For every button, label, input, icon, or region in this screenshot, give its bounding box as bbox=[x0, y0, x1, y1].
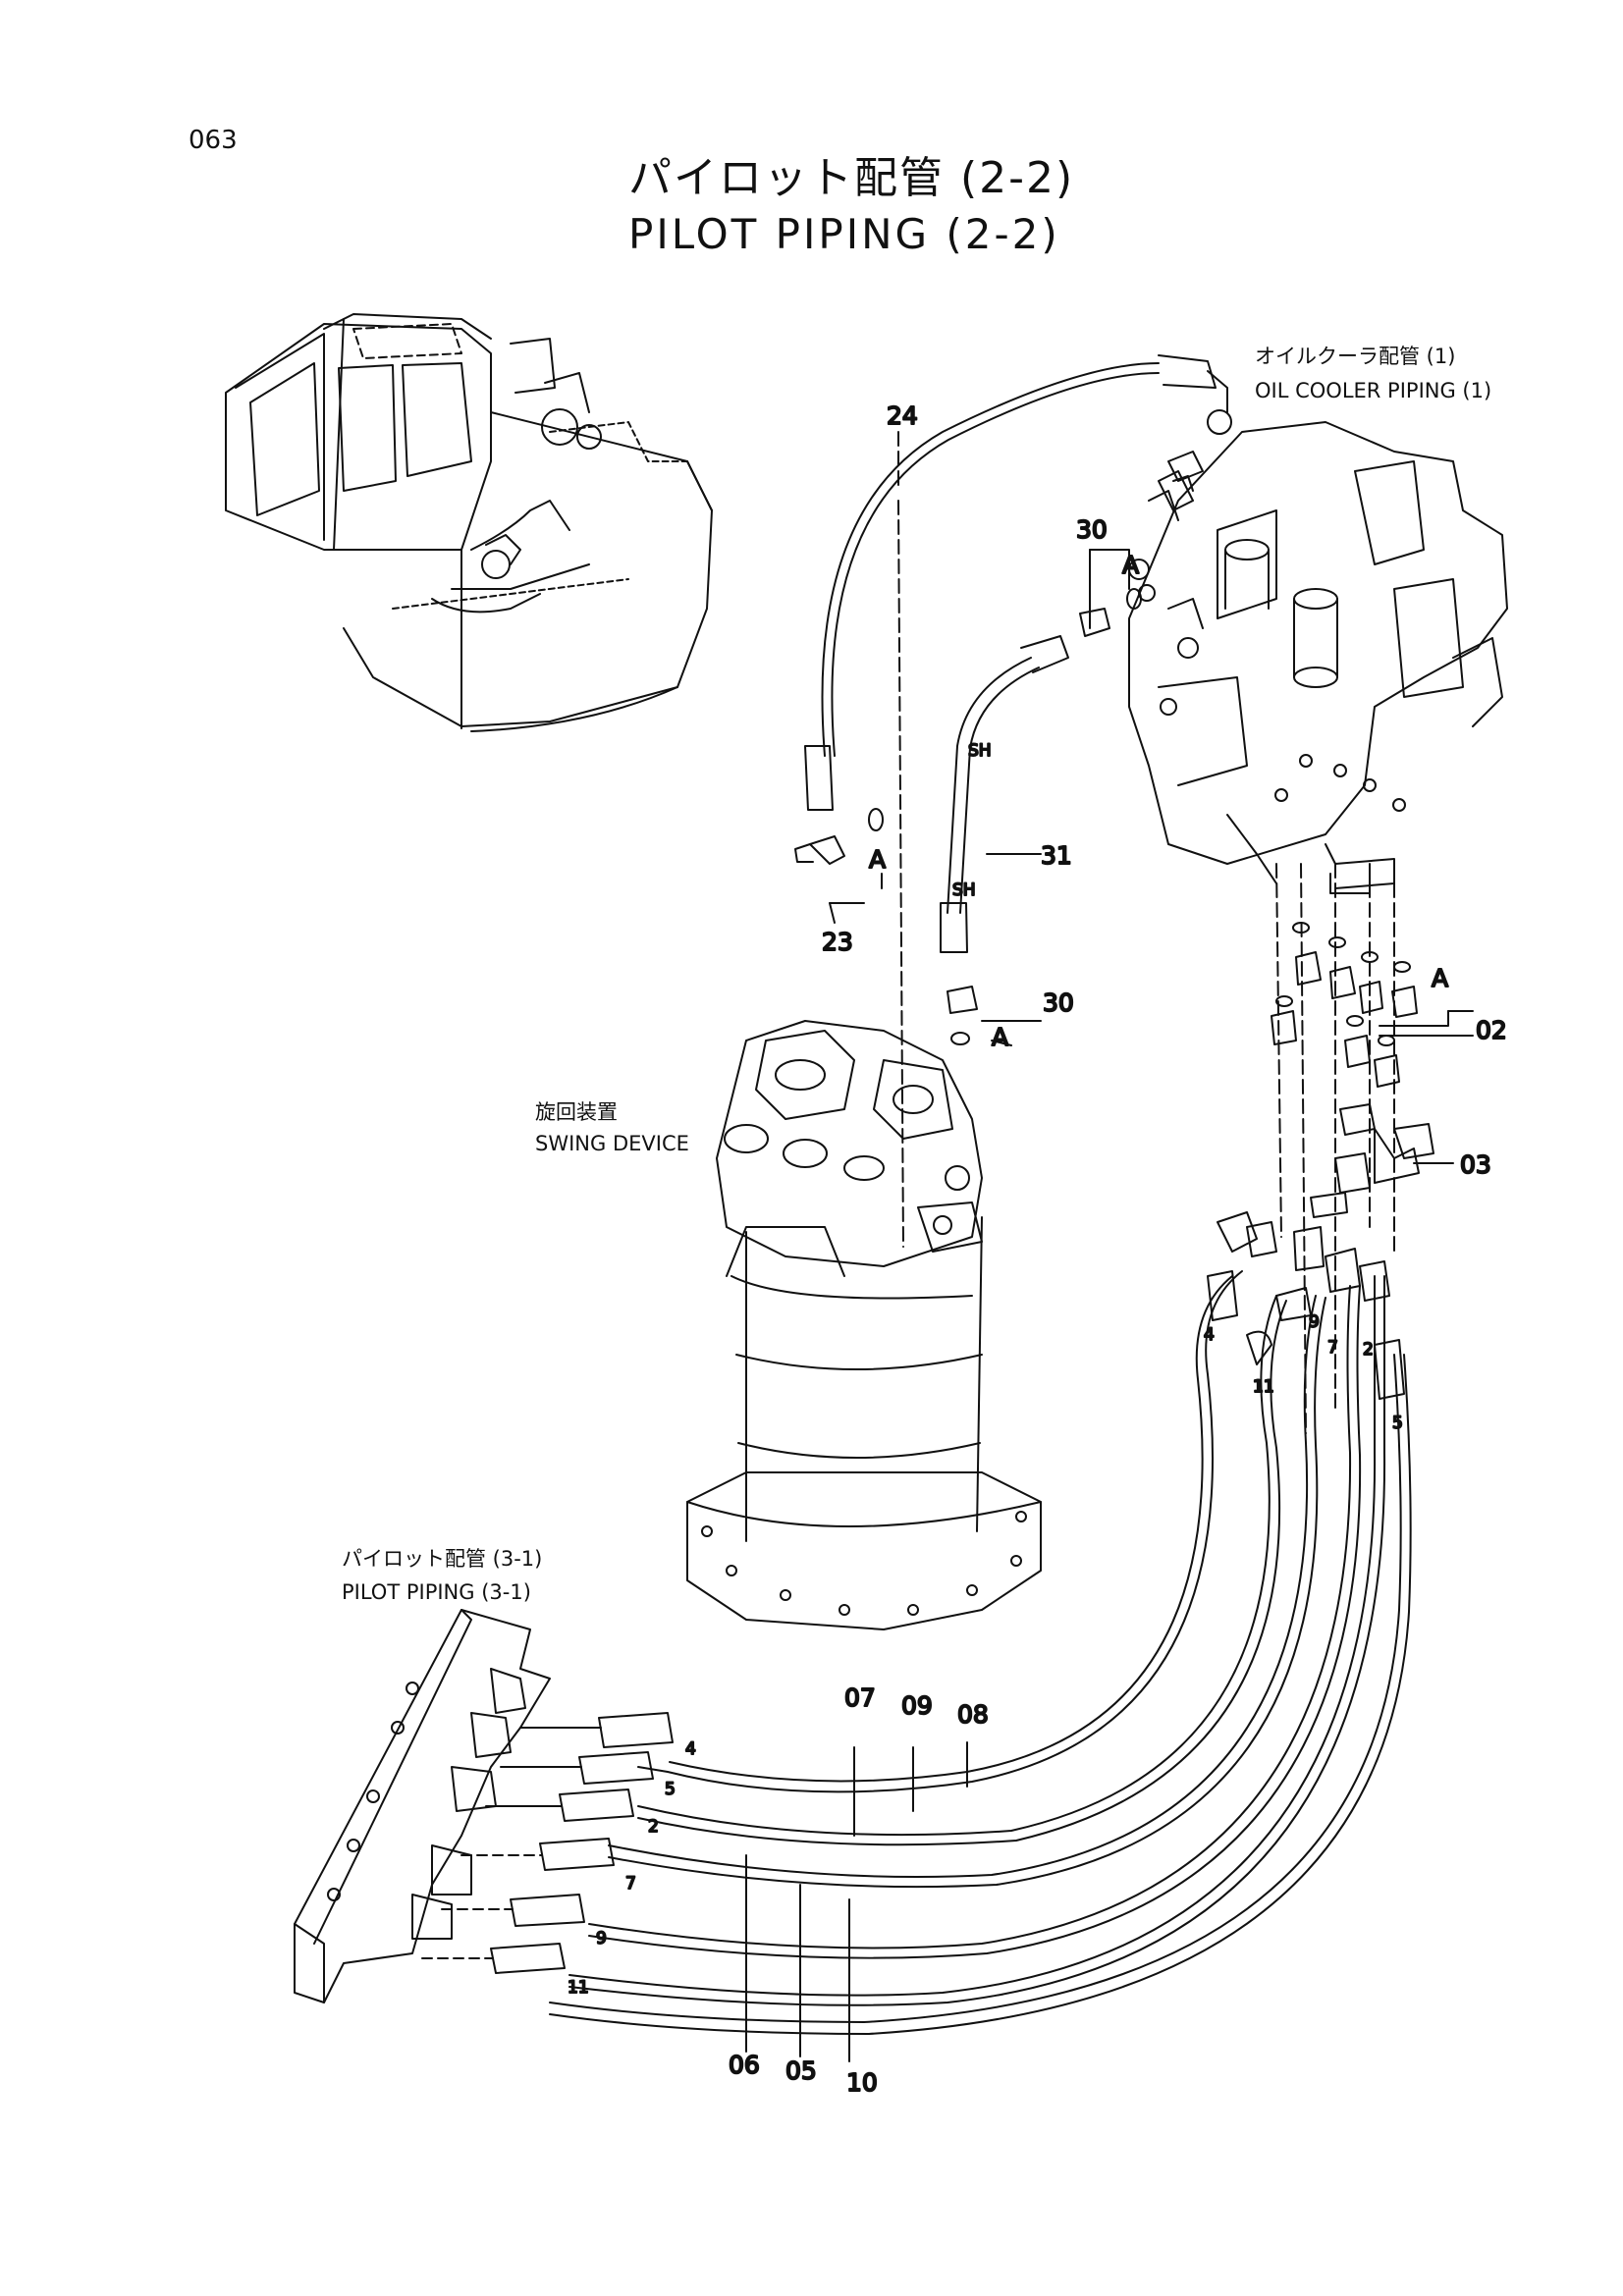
part-number-23: 23 bbox=[822, 928, 853, 956]
hose-label-left-4: 4 bbox=[685, 1739, 696, 1759]
page-title-en: PILOT PIPING (2-2) bbox=[628, 210, 1060, 258]
part-number-07: 07 bbox=[844, 1683, 876, 1712]
part-number-05: 05 bbox=[785, 2056, 817, 2085]
leader-lines bbox=[829, 431, 1474, 1248]
part-number-24: 24 bbox=[887, 401, 918, 430]
hose-label-right-2: 2 bbox=[1363, 1340, 1374, 1360]
hose-label-left-11: 11 bbox=[568, 1978, 589, 1998]
bundle-leaders bbox=[745, 1741, 968, 2062]
oil-cooler-label-en: OIL COOLER PIPING (1) bbox=[1255, 379, 1492, 402]
hose-label-left-2: 2 bbox=[648, 1817, 659, 1837]
part-number-31: 31 bbox=[1041, 841, 1072, 870]
hose-24 bbox=[794, 354, 1232, 865]
part-number-08: 08 bbox=[957, 1700, 989, 1729]
part-number-10: 10 bbox=[846, 2068, 878, 2097]
part-number-30-lower: 30 bbox=[1043, 988, 1074, 1017]
swing-device bbox=[686, 1020, 1042, 1630]
part-number-03: 03 bbox=[1460, 1150, 1491, 1179]
control-valve bbox=[1128, 421, 1508, 894]
sh-label-upper: SH bbox=[968, 741, 992, 761]
letter-a-left: A bbox=[869, 845, 886, 874]
hose-label-right-5: 5 bbox=[1392, 1414, 1403, 1433]
sh-label-lower: SH bbox=[952, 881, 976, 900]
letter-a-lower: A bbox=[992, 1023, 1008, 1051]
part-number-02: 02 bbox=[1476, 1016, 1507, 1044]
excavator-overview bbox=[225, 313, 713, 732]
letter-a-right: A bbox=[1432, 964, 1448, 992]
page-number: 063 bbox=[189, 126, 238, 155]
part-number-09: 09 bbox=[901, 1691, 933, 1720]
hose-label-left-9: 9 bbox=[596, 1929, 607, 1949]
part-number-06: 06 bbox=[729, 2051, 760, 2079]
pilot-piping-label-jp: パイロット配管 (3-1) bbox=[342, 1547, 543, 1571]
hose-bundle bbox=[421, 1211, 1412, 2035]
letter-a-upper: A bbox=[1122, 551, 1139, 579]
swing-device-label-jp: 旋回装置 bbox=[535, 1100, 618, 1124]
hose-31 bbox=[940, 588, 1142, 1045]
hose-label-right-9: 9 bbox=[1309, 1312, 1320, 1332]
hose-label-left-5: 5 bbox=[665, 1780, 676, 1799]
swing-device-label-en: SWING DEVICE bbox=[535, 1132, 689, 1155]
hose-label-right-4: 4 bbox=[1204, 1325, 1215, 1345]
page-title-jp: パイロット配管 (2-2) bbox=[628, 153, 1075, 203]
hose-label-left-7: 7 bbox=[625, 1874, 636, 1894]
hose-label-right-11: 11 bbox=[1253, 1377, 1274, 1397]
part-number-30-upper: 30 bbox=[1076, 515, 1108, 544]
fittings-stack bbox=[1246, 863, 1434, 1434]
oil-cooler-label-jp: オイルクーラ配管 (1) bbox=[1255, 345, 1456, 368]
hose-label-right-7: 7 bbox=[1327, 1338, 1338, 1358]
pilot-piping-label-en: PILOT PIPING (3-1) bbox=[342, 1580, 531, 1604]
